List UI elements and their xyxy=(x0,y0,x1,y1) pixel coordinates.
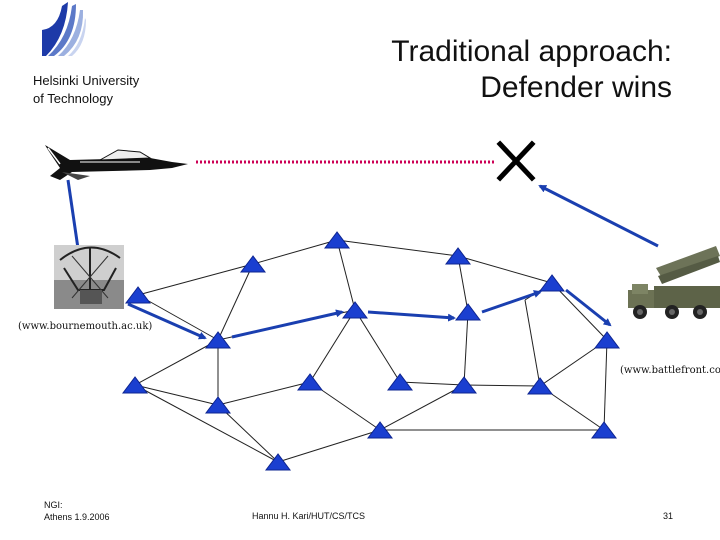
network-node xyxy=(594,331,620,349)
network-link xyxy=(309,309,356,383)
image-credit-right: (www.battlefront.co.nz) xyxy=(620,365,720,376)
network-link xyxy=(354,309,401,383)
network-node xyxy=(205,331,231,349)
signal-arrow xyxy=(481,290,542,314)
slide-title: Traditional approach: Defender wins xyxy=(391,34,672,106)
network-node xyxy=(539,274,565,292)
network-link xyxy=(457,255,469,313)
network-node xyxy=(387,373,413,391)
university-name-line-1: Helsinki University xyxy=(33,73,140,88)
network-node xyxy=(122,376,148,394)
network-link xyxy=(379,384,465,431)
network-node xyxy=(342,301,368,319)
network-link xyxy=(336,239,459,257)
network-link xyxy=(252,239,338,265)
slide-title-line-1: Traditional approach: xyxy=(391,35,672,68)
network-link xyxy=(134,384,279,463)
signal-arrow xyxy=(231,309,344,339)
network-links xyxy=(134,239,608,463)
footer-event-line-2: Athens 1.9.2006 xyxy=(44,512,110,522)
network-link xyxy=(217,263,254,341)
network-node xyxy=(125,286,151,304)
fighter-jet-icon xyxy=(45,145,188,180)
network-node xyxy=(455,303,481,321)
rocket-launcher-truck-photo xyxy=(628,246,720,322)
footer-author: Hannu H. Kari/HUT/CS/TCS xyxy=(252,511,366,521)
network-link xyxy=(463,384,541,387)
network-link xyxy=(134,384,219,406)
network-link xyxy=(399,381,465,386)
network-node xyxy=(367,421,393,439)
network-link xyxy=(134,339,219,386)
university-logo-icon xyxy=(42,2,86,56)
page-number: 31 xyxy=(663,511,674,521)
network-node xyxy=(240,255,266,273)
network-link xyxy=(551,282,608,341)
image-credit-left: (www.bournemouth.ac.uk) xyxy=(18,321,153,332)
signal-arrow xyxy=(367,310,456,322)
network-link xyxy=(524,299,541,387)
network-link xyxy=(217,381,311,406)
university-name: Helsinki University of Technology xyxy=(33,72,139,108)
network-link xyxy=(277,429,381,463)
signal-arrow xyxy=(565,288,612,327)
network-node xyxy=(205,396,231,414)
slide-title-line-2: Defender wins xyxy=(480,71,672,104)
network-node xyxy=(527,377,553,395)
university-name-line-2: of Technology xyxy=(33,91,113,106)
network-link xyxy=(457,255,553,284)
footer-event-line-1: NGI: xyxy=(44,500,63,510)
network-node xyxy=(297,373,323,391)
network-link xyxy=(217,404,279,463)
signal-arrow xyxy=(538,184,659,248)
network-node xyxy=(591,421,617,439)
footer-event: NGI: Athens 1.9.2006 xyxy=(44,499,110,523)
radar-antenna-photo xyxy=(54,245,124,309)
network-link xyxy=(137,263,254,296)
network-link xyxy=(137,294,219,341)
network-link xyxy=(603,339,608,431)
blocked-cross-icon xyxy=(496,140,536,182)
network-node xyxy=(324,231,350,249)
network-nodes xyxy=(122,231,620,471)
network-link xyxy=(463,311,469,386)
signal-arrow xyxy=(127,302,207,340)
network-node xyxy=(445,247,471,265)
signal-route xyxy=(66,179,659,340)
network-node xyxy=(451,376,477,394)
network-node xyxy=(265,453,291,471)
network-link xyxy=(336,239,356,311)
